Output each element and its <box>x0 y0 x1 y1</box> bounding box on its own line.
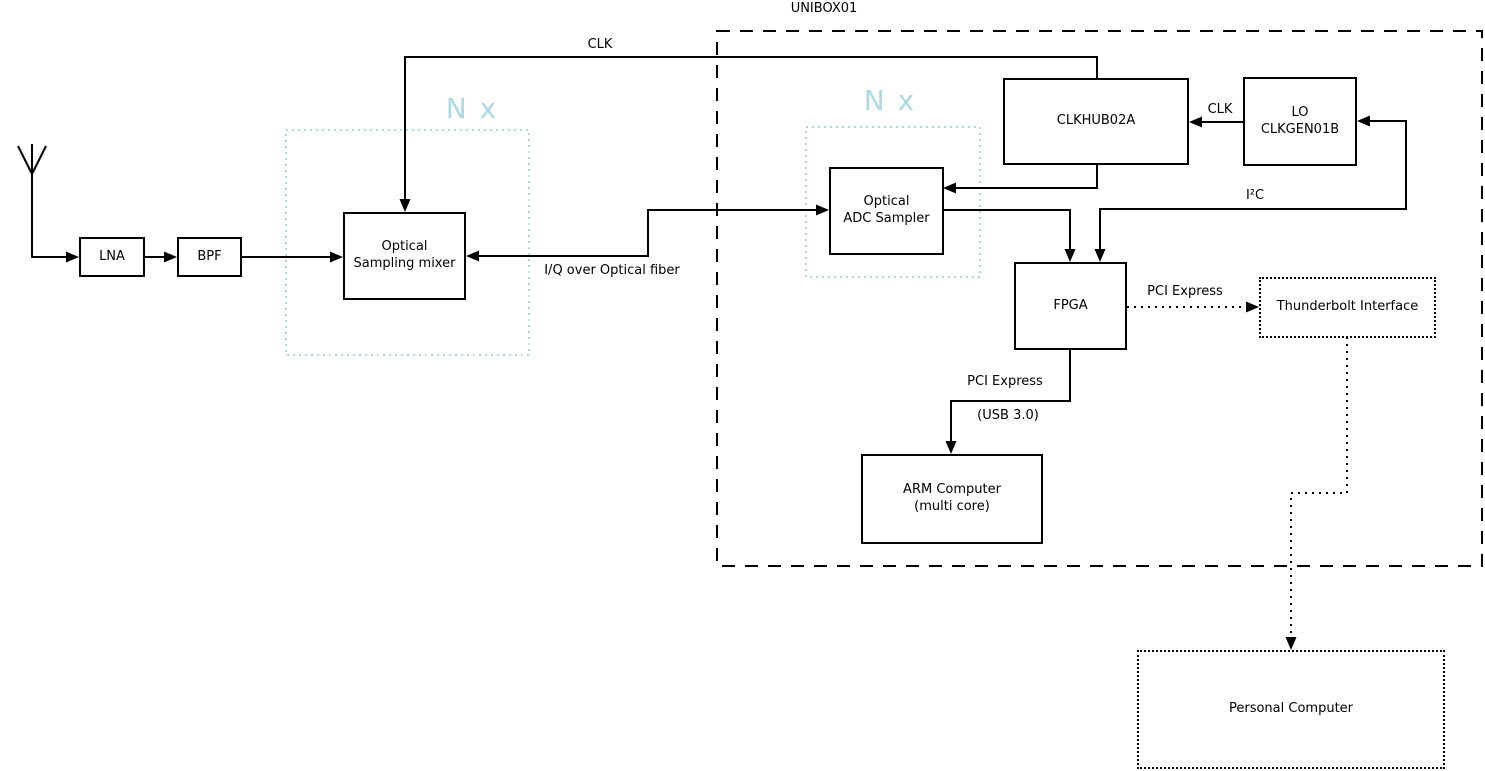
edge-lo-clkhub <box>1189 116 1243 128</box>
unibox01-label: UNIBOX01 <box>790 1 858 16</box>
unibox01-frame <box>716 30 1483 567</box>
label-clk-top: CLK <box>587 37 613 52</box>
nx-label-mixer: N x <box>445 92 499 125</box>
nx-label-adc: N x <box>863 84 917 117</box>
node-optical-adc-sampler: Optical ADC Sampler <box>829 167 944 255</box>
node-fpga: FPGA <box>1014 262 1127 350</box>
arrow-into-lna <box>66 251 79 263</box>
edge-i2c <box>1094 115 1407 262</box>
node-clkhub02a: CLKHUB02A <box>1003 78 1189 165</box>
edge-adc-fpga <box>943 209 1076 262</box>
edge-iq-fiber <box>466 204 829 262</box>
edge-lna-bpf <box>145 251 177 263</box>
edge-fpga-arm <box>945 349 1071 454</box>
edge-clk-top <box>399 56 1098 212</box>
label-iq-fiber: I/Q over Optical fiber <box>544 263 680 278</box>
edge-bpf-mixer <box>242 251 343 263</box>
node-lna: LNA <box>79 237 145 277</box>
nx-group-mixer-frame <box>285 129 530 356</box>
edge-clkhub-adc <box>943 164 1098 194</box>
label-usb3: (USB 3.0) <box>977 408 1039 423</box>
node-bpf: BPF <box>177 237 242 277</box>
node-lo-clkgen01b: LO CLKGEN01B <box>1243 77 1357 166</box>
node-thunderbolt-interface: Thunderbolt Interface <box>1259 277 1436 338</box>
label-clk-lo: CLK <box>1207 102 1233 117</box>
antenna-icon <box>17 144 66 258</box>
node-arm-computer: ARM Computer (multi core) <box>861 454 1043 544</box>
label-i2c: I²C <box>1245 188 1265 203</box>
node-personal-computer: Personal Computer <box>1137 650 1445 769</box>
label-pcie-arm: PCI Express <box>967 374 1043 389</box>
node-optical-sampling-mixer: Optical Sampling mixer <box>343 212 466 300</box>
label-pcie-thunderbolt: PCI Express <box>1147 284 1223 299</box>
edge-fpga-thunderbolt <box>1127 301 1259 313</box>
edge-thunderbolt-pc <box>1285 337 1348 650</box>
